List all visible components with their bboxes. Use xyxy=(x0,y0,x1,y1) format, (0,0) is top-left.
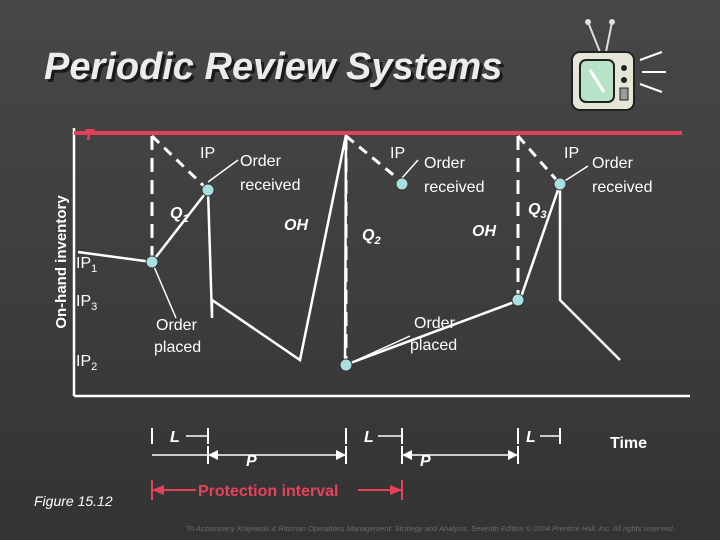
order-point-dot-3 xyxy=(511,293,525,307)
pointer-order-placed-2 xyxy=(345,335,411,366)
y-axis-label: On-hand inventory xyxy=(53,195,70,329)
q3-label: Q3 xyxy=(528,201,547,221)
order-point-dot-1 xyxy=(145,255,159,269)
ip-label-2: IP xyxy=(390,145,405,162)
ip-slope-3 xyxy=(516,135,562,185)
ip-label-1: IP xyxy=(200,145,215,162)
page-title-shadow: Periodic Review Systems xyxy=(47,49,505,91)
receipt-dot-3 xyxy=(553,177,567,191)
ip2-label: IP2 xyxy=(76,353,97,373)
order-received-1-line2: received xyxy=(240,177,300,194)
review-period-label-2: P xyxy=(420,453,431,470)
protection-interval-arrow xyxy=(151,480,403,500)
oh-label-2: OH xyxy=(472,223,496,240)
receipt-dot-1 xyxy=(201,183,215,197)
on-hand-inventory-line xyxy=(77,134,621,367)
order-received-2-line2: received xyxy=(424,179,484,196)
lead-time-label-1: L xyxy=(170,429,180,446)
ip3-label: IP3 xyxy=(76,293,97,313)
order-placed-1-line1: Order xyxy=(156,317,198,334)
target-label: T xyxy=(84,127,95,144)
order-point-dot-2 xyxy=(339,358,353,372)
q1-label: Q1 xyxy=(170,205,189,225)
review-period-label-1: P xyxy=(246,453,257,470)
order-received-2-line1: Order xyxy=(424,155,466,172)
ip-slope-2 xyxy=(345,134,403,184)
oh-label-1: OH xyxy=(284,217,308,234)
pointer-order-received-2 xyxy=(401,159,419,179)
page-title: Periodic Review Systems xyxy=(44,46,502,88)
lead-time-bracket-3 xyxy=(517,428,561,444)
order-placed-2-line2: placed xyxy=(410,337,457,354)
pointer-order-placed-1 xyxy=(151,261,177,319)
protection-interval-label: Protection interval xyxy=(198,483,338,500)
figure-caption: Figure 15.12 xyxy=(34,493,113,509)
order-received-1-line1: Order xyxy=(240,153,282,170)
q2-label: Q2 xyxy=(362,227,381,247)
order-placed-1-line2: placed xyxy=(154,339,201,356)
review-period-arrow-1 xyxy=(152,446,347,464)
pointer-order-placed-3 xyxy=(439,299,519,331)
ip-label-3: IP xyxy=(564,145,579,162)
lead-time-label-3: L xyxy=(526,429,536,446)
ip1-label: IP1 xyxy=(76,255,97,275)
review-period-arrow-2 xyxy=(401,446,519,464)
order-received-3-line2: received xyxy=(592,179,652,196)
lead-time-bracket-1 xyxy=(151,428,209,444)
order-placed-2-line1: Order xyxy=(414,315,456,332)
lead-time-bracket-2 xyxy=(345,428,403,444)
pointer-order-received-1 xyxy=(207,159,239,183)
television-icon xyxy=(571,19,666,111)
lead-time-label-2: L xyxy=(364,429,374,446)
footer-copyright: To Accompany Krajewski & Ritzman Operati… xyxy=(186,524,675,533)
receipt-dot-2 xyxy=(395,177,409,191)
order-received-3-line1: Order xyxy=(592,155,634,172)
x-axis-label: Time xyxy=(610,435,647,452)
ip-slope-1 xyxy=(150,134,210,192)
